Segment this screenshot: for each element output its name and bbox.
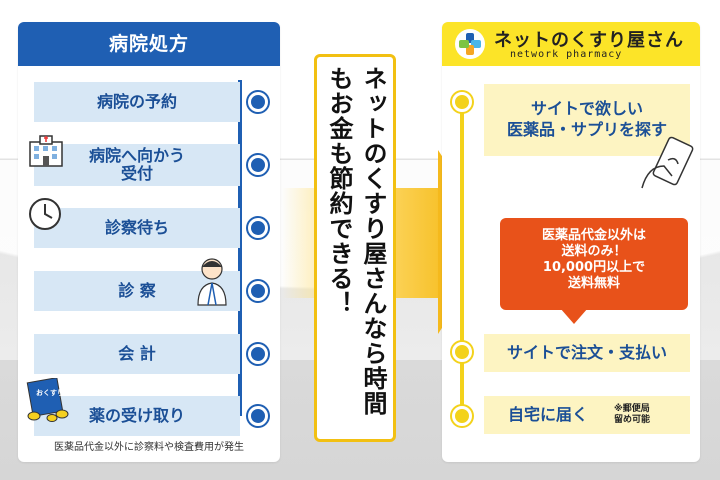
step-waiting: 診察待ち [34, 208, 240, 248]
hospital-icon [29, 135, 63, 167]
message-box [314, 54, 396, 442]
timeline-dot [248, 281, 268, 301]
pharmacy-subtitle: network pharmacy [510, 49, 623, 60]
timeline-dot [248, 344, 268, 364]
step-hospital-reservation: 病院の予約 [34, 82, 240, 122]
timeline-dot [248, 406, 268, 426]
step-receive-medicine: 薬の受け取り [34, 396, 240, 436]
step-go-to-hospital: 病院へ向かう 受付 [34, 144, 240, 186]
message-text: ネットのくすり屋さんなら時間もお金も節約できる！ [325, 66, 387, 416]
timeline-dot [452, 342, 472, 362]
free-shipping-callout: 医薬品代金以外は 送料のみ！ 10,000円以上で 送料無料 [500, 218, 688, 310]
post-office-note: ※郵便局 留め可能 [614, 404, 651, 425]
step-order-payment: サイトで注文・支払い [484, 334, 690, 372]
timeline-dot [452, 406, 472, 426]
timeline-dot [452, 92, 472, 112]
timeline-dot [248, 218, 268, 238]
hospital-timeline [238, 80, 242, 416]
timeline-dot [248, 92, 268, 112]
step-payment: 会 計 [34, 334, 240, 374]
logo-cross-icon [455, 29, 485, 59]
medicine-bag-icon: おくすり [22, 377, 74, 422]
hospital-footnote: 医薬品代金以外に診察料や検査費用が発生 [54, 442, 244, 453]
pharmacy-title: ネットのくすり屋さん [494, 30, 684, 51]
step-delivered-home: 自宅に届く [484, 396, 690, 434]
callout-tail [560, 308, 588, 324]
pharmacy-header: ネットのくすり屋さん network pharmacy [442, 22, 700, 66]
hospital-panel-title: 病院処方 [18, 22, 280, 66]
step-search-site: サイトで欲しい 医薬品・サプリを探す [484, 84, 690, 156]
pharmacy-timeline [460, 100, 464, 420]
smartphone-icon [641, 136, 694, 189]
timeline-dot [248, 155, 268, 175]
medicine-bag-label: おくすり [36, 389, 64, 397]
clock-icon [29, 198, 61, 230]
doctor-icon [197, 258, 227, 306]
